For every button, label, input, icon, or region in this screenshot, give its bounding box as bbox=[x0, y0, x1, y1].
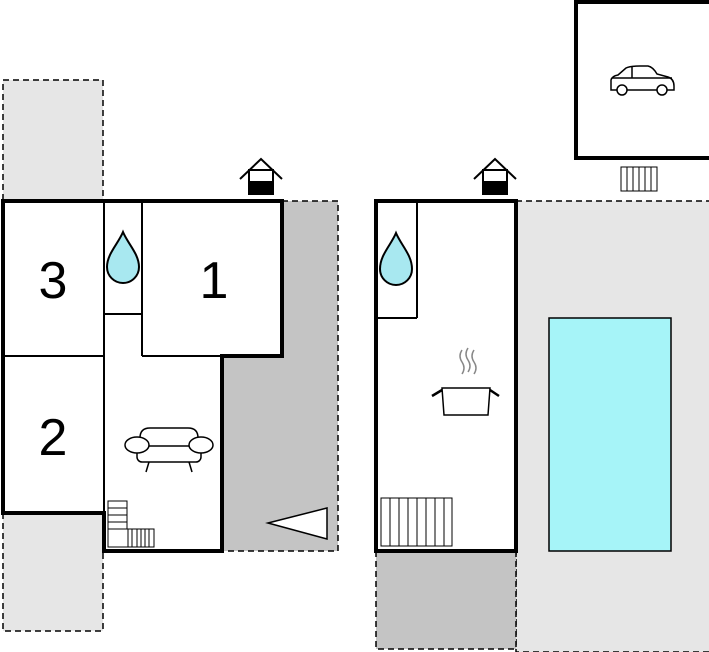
house-entrance-icon-2 bbox=[473, 157, 517, 195]
terrace-top-left bbox=[2, 79, 104, 201]
arrow-left-icon bbox=[265, 507, 328, 540]
right-floor bbox=[374, 0, 709, 652]
room-number-2: 2 bbox=[39, 409, 68, 467]
bathroom-drop-icon-2 bbox=[378, 230, 414, 286]
stairs-icon bbox=[107, 500, 155, 548]
heater-icon bbox=[620, 166, 658, 192]
room-number-1: 1 bbox=[200, 252, 229, 310]
left-house-walls bbox=[1, 199, 284, 553]
house-entrance-icon bbox=[239, 157, 283, 195]
room-number-3: 3 bbox=[39, 252, 68, 310]
terrace-bottom-dark bbox=[375, 550, 517, 650]
pool bbox=[548, 317, 672, 552]
bathroom-drop-icon bbox=[105, 229, 141, 284]
sofa-icon bbox=[124, 427, 214, 473]
cooking-pot-icon bbox=[431, 347, 500, 416]
left-floor: 3 1 2 bbox=[1, 79, 339, 632]
car-icon bbox=[610, 65, 675, 96]
terrace-bottom-left bbox=[2, 512, 104, 632]
stairs-icon-2 bbox=[380, 497, 453, 547]
garage bbox=[574, 0, 709, 160]
